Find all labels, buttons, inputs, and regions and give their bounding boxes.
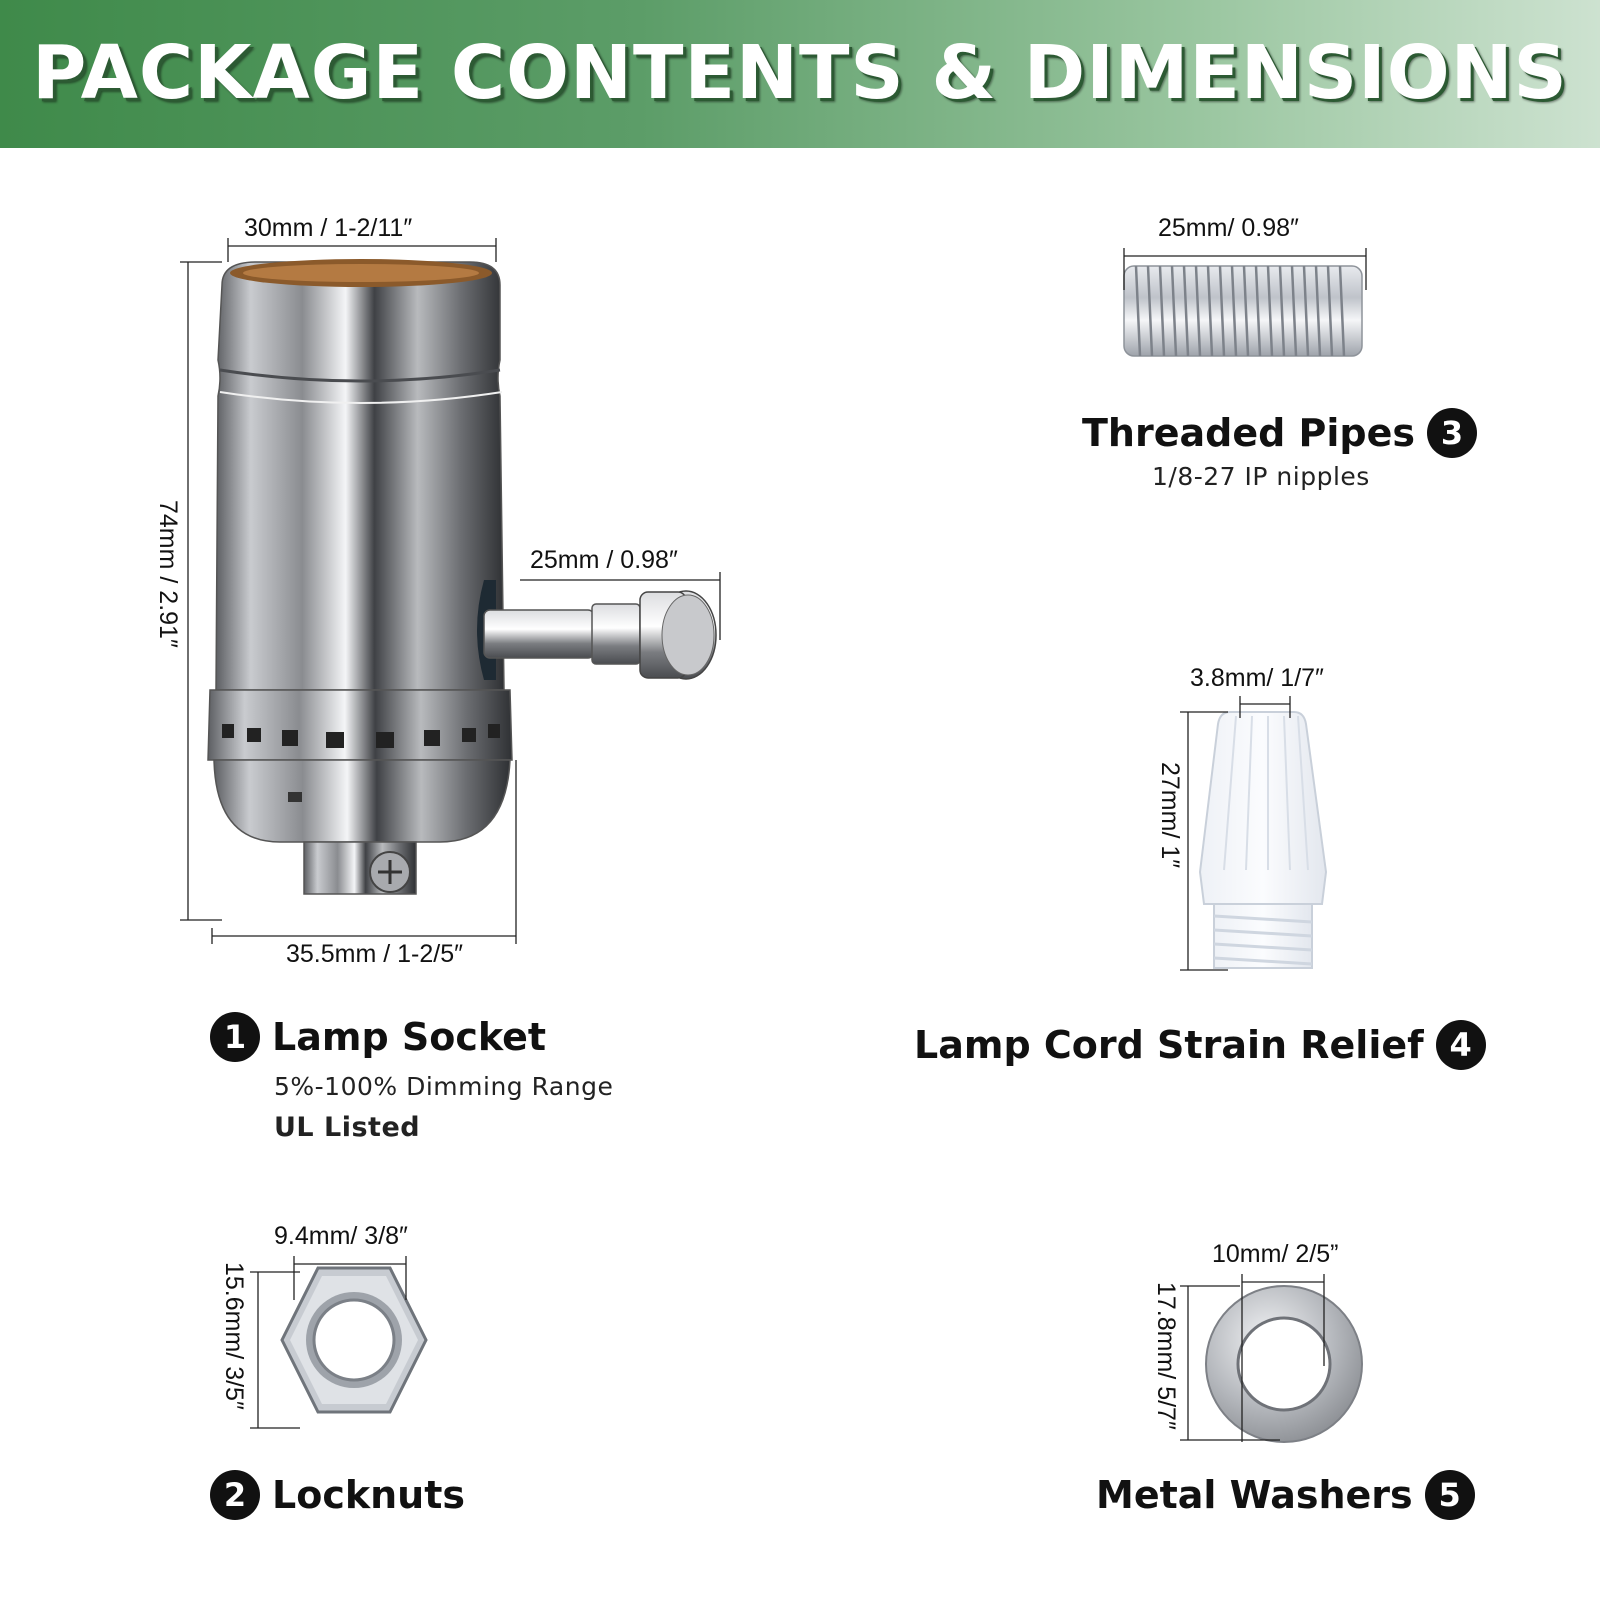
threaded-pipes-detail: 1/8-27 IP nipples <box>1152 462 1370 491</box>
number-badge-5: 5 <box>1424 1470 1475 1520</box>
washer-inner-dimension: 10mm/ 2/5” <box>1212 1240 1339 1268</box>
washer-dimension-lines <box>1180 1274 1325 1442</box>
lamp-socket-bottom-dimension: 35.5mm / 1-2/5″ <box>286 940 463 968</box>
lamp-socket-title: 1 Lamp Socket <box>210 1012 546 1062</box>
number-badge-4: 4 <box>1435 1020 1486 1070</box>
locknuts-name: Locknuts <box>272 1473 466 1517</box>
locknut-dimension-lines <box>250 1256 407 1429</box>
lamp-socket-ul-listed: UL Listed <box>274 1112 421 1143</box>
lamp-socket-name: Lamp Socket <box>272 1015 547 1059</box>
lamp-socket-dimming-range: 5%-100% Dimming Range <box>274 1072 614 1101</box>
locknuts-title: 2 Locknuts <box>210 1470 465 1520</box>
washers-title: Metal Washers 5 <box>1096 1470 1475 1520</box>
threaded-pipe-image <box>1123 265 1363 357</box>
washers-name: Metal Washers <box>1096 1473 1413 1517</box>
strain-relief-height-dimension: 27mm/ 1″ <box>1156 762 1184 869</box>
strain-relief-title: Lamp Cord Strain Relief 4 <box>914 1020 1486 1070</box>
number-badge-2: 2 <box>210 1470 260 1520</box>
number-badge-3: 3 <box>1427 408 1478 458</box>
lamp-socket-height-dimension: 74mm / 2.91″ <box>154 500 182 648</box>
locknut-outer-dimension: 15.6mm/ 3/5″ <box>220 1262 248 1410</box>
threaded-pipes-name: Threaded Pipes <box>1082 411 1416 455</box>
locknut-inner-dimension: 9.4mm/ 3/8″ <box>274 1222 408 1250</box>
locknut-image <box>280 1266 428 1414</box>
lamp-socket-knob-dimension: 25mm / 0.98″ <box>530 546 678 574</box>
washer-image <box>1205 1285 1363 1443</box>
page-title: PACKAGE CONTENTS & DIMENSIONS <box>32 30 1568 116</box>
strain-relief-name: Lamp Cord Strain Relief <box>914 1023 1424 1067</box>
strain-relief-image <box>1198 711 1328 969</box>
pipe-length-dimension: 25mm/ 0.98″ <box>1158 214 1299 242</box>
washer-outer-dimension: 17.8mm/ 5/7″ <box>1152 1282 1180 1430</box>
threaded-pipes-title: Threaded Pipes 3 <box>1082 408 1478 458</box>
lamp-socket-image <box>207 259 717 895</box>
lamp-socket-dimension-lines <box>180 238 721 944</box>
header-banner <box>0 0 1600 148</box>
pipe-dimension-lines <box>1123 248 1367 290</box>
strain-relief-top-dimension: 3.8mm/ 1/7″ <box>1190 664 1324 692</box>
number-badge-1: 1 <box>210 1012 260 1062</box>
lamp-socket-top-dimension: 30mm / 1-2/11″ <box>244 214 413 242</box>
strain-relief-dimension-lines <box>1180 696 1291 971</box>
